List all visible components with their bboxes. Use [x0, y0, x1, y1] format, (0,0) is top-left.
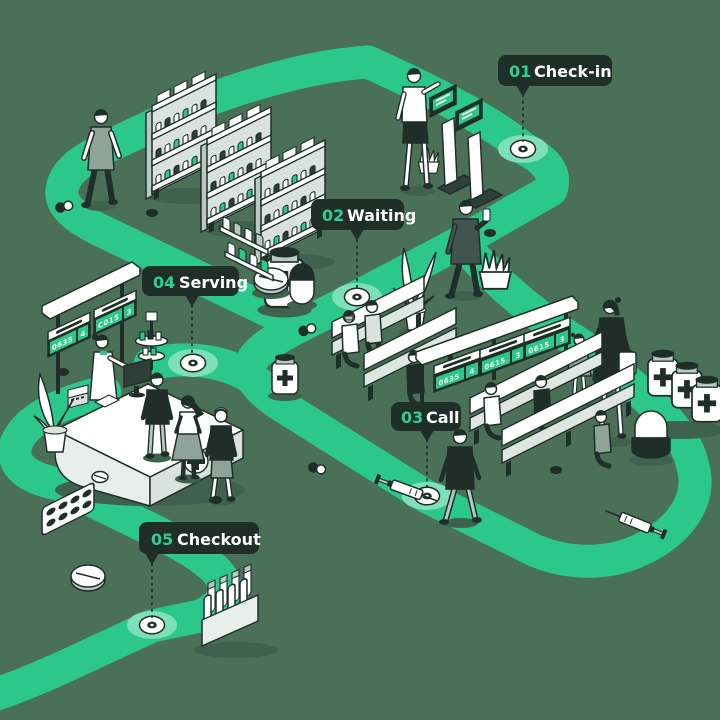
overhead-display-structure: 0635 4 C015 3	[41, 261, 141, 394]
step-2-number: 02	[322, 206, 344, 225]
step-label-call[interactable]: 03 Call	[391, 402, 461, 489]
pebble-2	[146, 209, 158, 217]
overhead-board-1: 0635 4	[47, 311, 91, 359]
counter-board-1: 0635 4	[433, 348, 481, 394]
tube-rack-checkout	[194, 563, 278, 658]
person-walking-phone	[445, 199, 491, 301]
tablet-pill-small	[91, 470, 109, 484]
counter-board-1-desk: 4	[470, 366, 475, 376]
overhead-board-1-desk: 4	[81, 328, 86, 339]
node-check-in	[509, 139, 537, 159]
step-1-number: 01	[509, 62, 531, 81]
step-label-checkout[interactable]: 05 Checkout	[139, 522, 261, 618]
cash-register	[67, 384, 89, 409]
counter-board-2-desk: 3	[516, 350, 521, 360]
potted-plant-counter	[33, 371, 75, 453]
step-4-number: 04	[153, 273, 175, 292]
step-labels: 01 Check-in 02 Waiting 03 Call 04 Servin…	[139, 55, 612, 618]
person-seated-6	[593, 409, 612, 469]
rotating-display-stand	[134, 311, 169, 370]
overhead-board-2: C015 3	[93, 289, 137, 337]
service-counter-rail: 0635 4 0615 3 0615 3	[415, 295, 579, 402]
capsule-lamp	[629, 410, 673, 466]
person-queue-1	[140, 372, 174, 463]
counter-board-3-desk: 3	[560, 334, 565, 344]
pebble-5	[550, 466, 562, 474]
overhead-board-2-desk: 3	[127, 306, 132, 317]
step-5-label: Checkout	[177, 530, 261, 549]
person-at-kiosk	[395, 67, 441, 196]
node-waiting	[343, 287, 371, 307]
person-queue-2	[171, 395, 205, 484]
capsule-pill-large	[287, 263, 317, 310]
pebble-6	[210, 496, 222, 504]
person-seated-4	[483, 381, 502, 441]
person-walking-top-left	[81, 108, 122, 211]
step-label-serving[interactable]: 04 Serving	[142, 266, 248, 356]
waiting-chairs-right	[469, 330, 635, 477]
counter-board-3: 0615 3	[523, 316, 571, 362]
blister-pack	[41, 482, 95, 536]
pebble-4	[484, 229, 496, 237]
route-nodes	[138, 139, 537, 635]
pebble-1	[57, 368, 69, 376]
tablet-pill-bottom	[70, 564, 106, 592]
step-label-check-in[interactable]: 01 Check-in	[498, 55, 612, 142]
step-3-number: 03	[401, 408, 423, 427]
waiting-chairs-left	[331, 274, 457, 409]
step-label-waiting[interactable]: 02 Waiting	[311, 199, 416, 290]
person-seated-1	[341, 309, 360, 369]
papers	[93, 394, 121, 408]
step-3-label: Call	[426, 408, 460, 427]
step-5-number: 05	[151, 530, 173, 549]
medicine-jar-small	[268, 353, 302, 401]
person-walking-call	[438, 428, 482, 528]
tube-rack-upper	[219, 216, 274, 282]
node-checkout	[138, 615, 166, 635]
step-1-label: Check-in	[534, 62, 612, 81]
step-4-label: Serving	[179, 273, 248, 292]
node-serving	[179, 353, 207, 373]
step-2-label: Waiting	[347, 206, 416, 225]
